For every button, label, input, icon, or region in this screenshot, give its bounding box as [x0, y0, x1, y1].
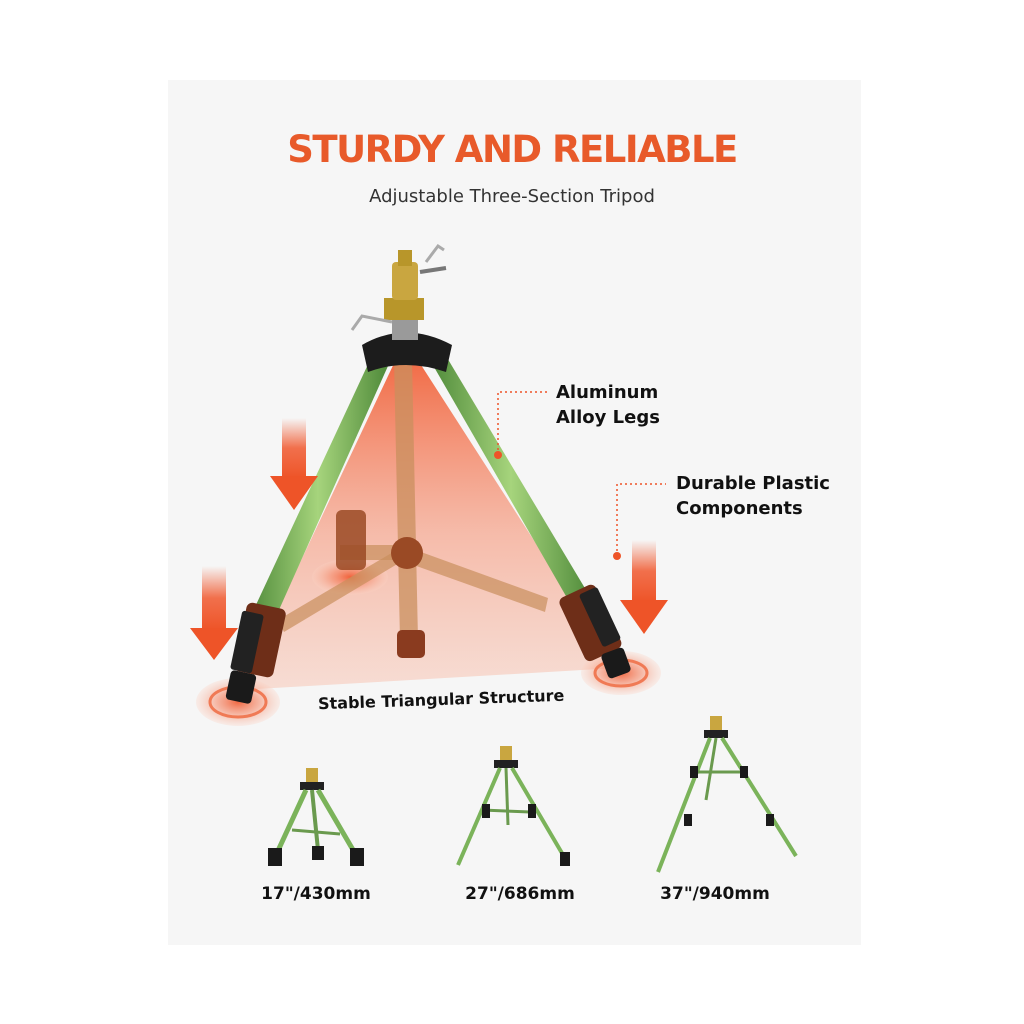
- down-arrow-icon: [270, 476, 318, 510]
- sprinkler-head: [392, 262, 418, 300]
- left-foot: [225, 670, 257, 704]
- right-leg: [430, 356, 592, 610]
- tripod-27-thumbnail: [456, 746, 570, 866]
- size-label-27: 27"/686mm: [465, 884, 575, 904]
- components-callout-line2: Components: [676, 498, 803, 519]
- back-leg-foot: [397, 630, 425, 658]
- legs-callout-line1: Aluminum: [556, 382, 659, 403]
- page-title: STURDY AND RELIABLE: [287, 128, 738, 171]
- left-foot-pad: [196, 678, 280, 726]
- components-leader-line: [616, 483, 666, 556]
- tripod-17-thumbnail: [268, 768, 364, 866]
- center-hub: [391, 537, 423, 569]
- down-arrow-icon: [620, 600, 668, 634]
- size-label-37: 37"/940mm: [660, 884, 770, 904]
- components-callout-line1: Durable Plastic: [676, 473, 830, 494]
- components-callout: Durable Plastic Components: [676, 471, 830, 521]
- tripod-head: [362, 332, 452, 372]
- right-foot: [601, 647, 631, 679]
- down-arrow-icon: [190, 628, 238, 660]
- tripod-37-thumbnail: [656, 716, 798, 873]
- legs-leader-line: [497, 391, 548, 455]
- page-subtitle: Adjustable Three-Section Tripod: [369, 186, 655, 207]
- legs-callout: Aluminum Alloy Legs: [556, 380, 660, 430]
- legs-callout-line2: Alloy Legs: [556, 407, 660, 428]
- left-leg: [248, 360, 388, 630]
- size-label-17: 17"/430mm: [261, 884, 371, 904]
